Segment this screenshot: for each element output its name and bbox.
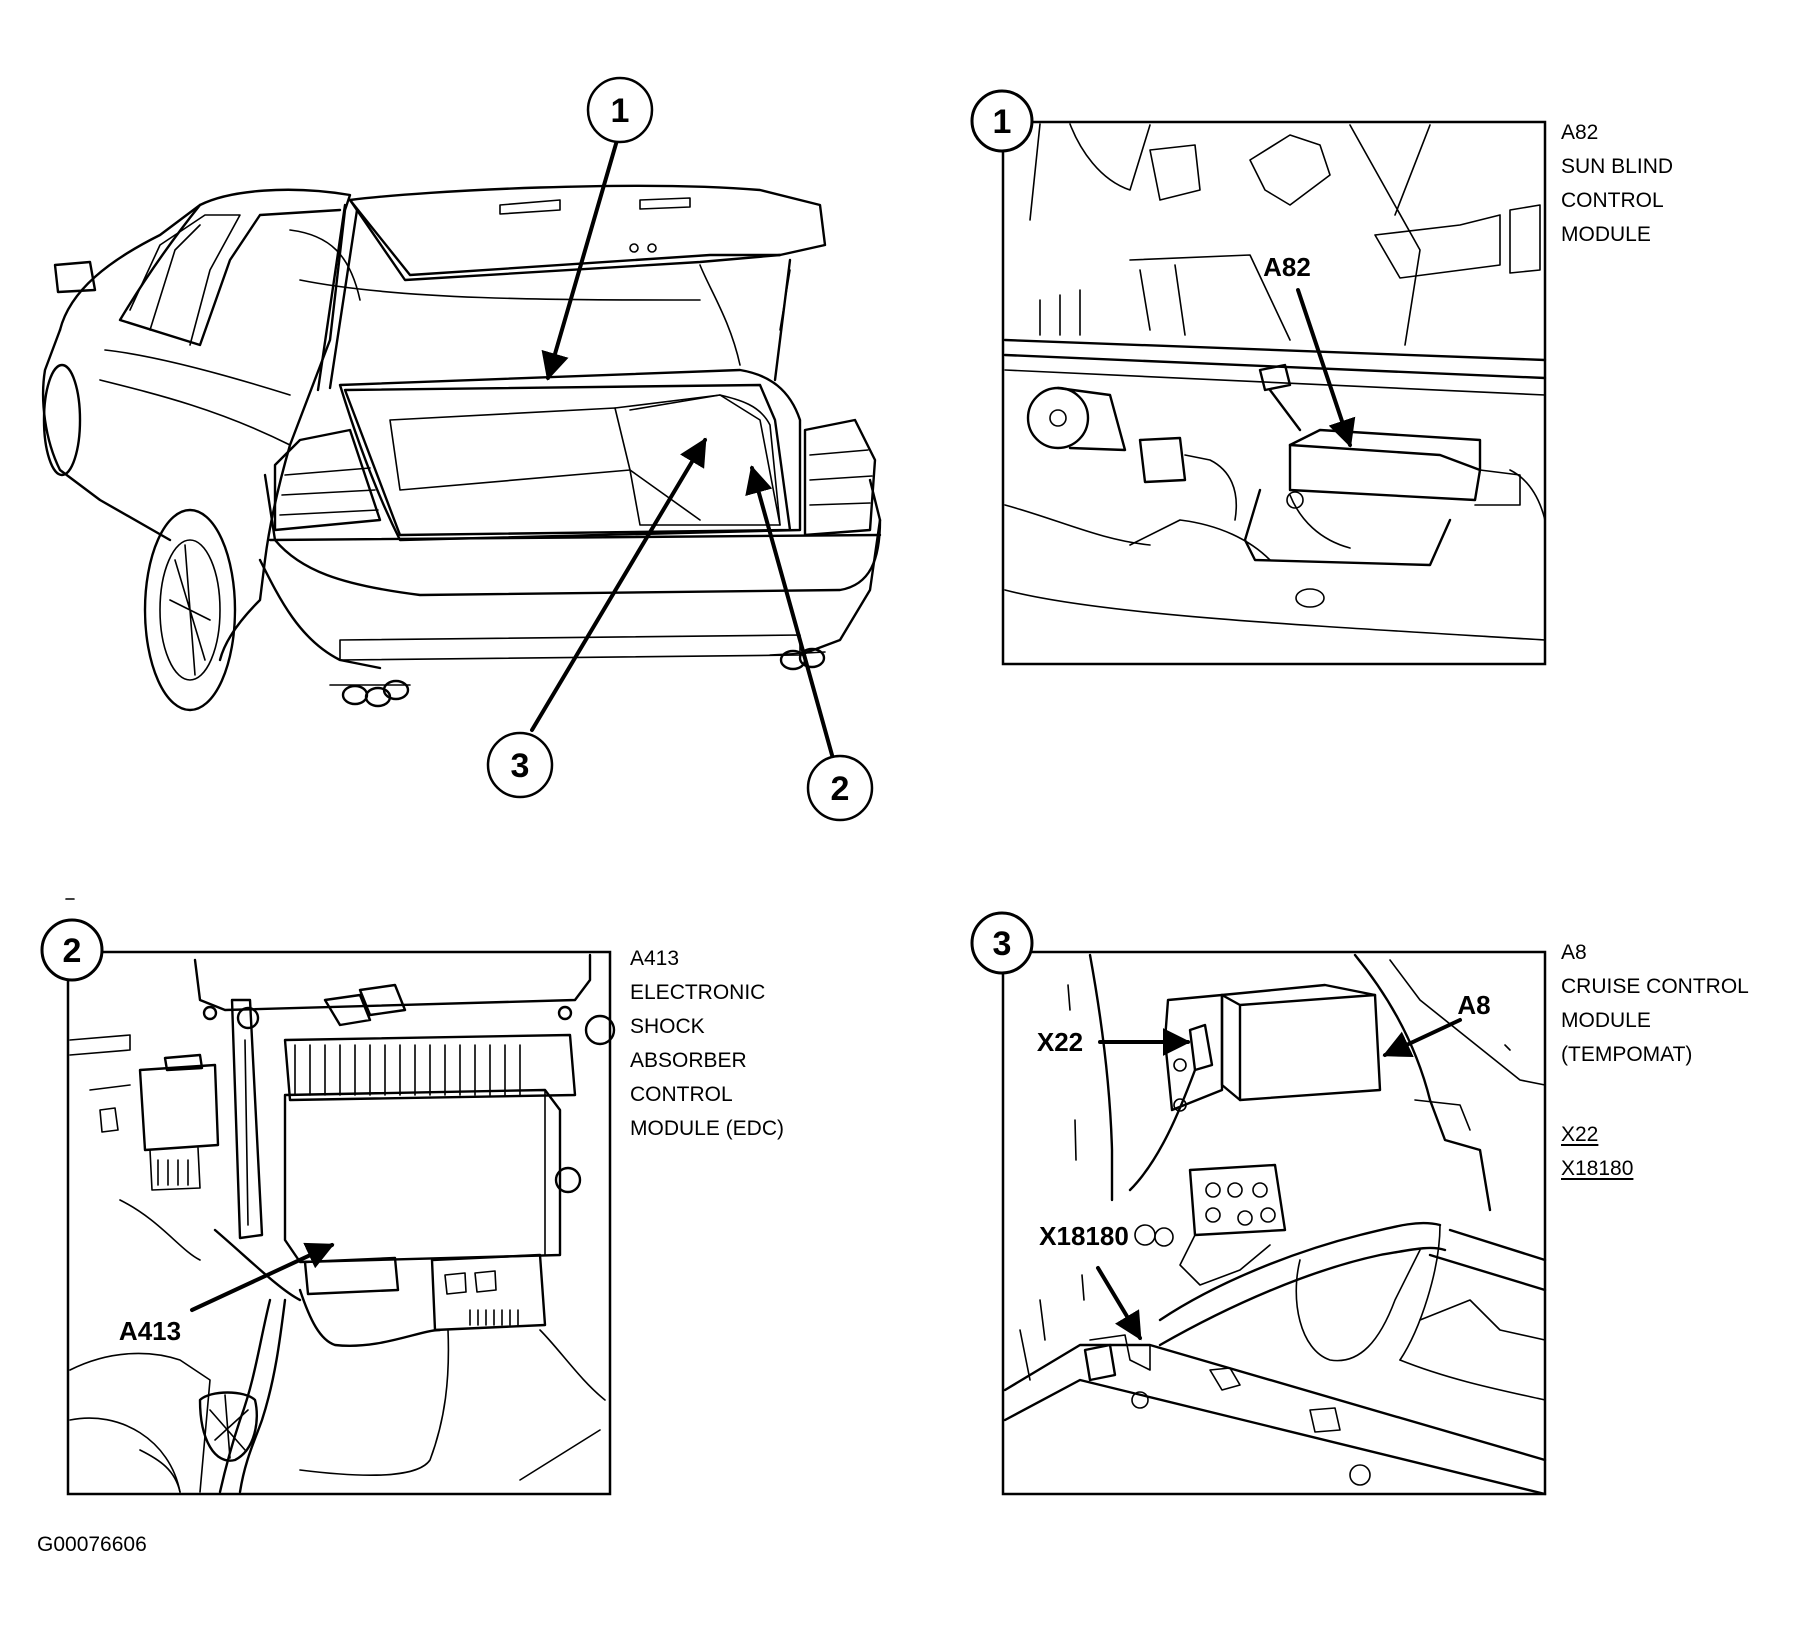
panel-1-badge: 1 xyxy=(970,89,1034,153)
car-illustration xyxy=(41,184,882,712)
legend-panel-3-line: CRUISE CONTROL xyxy=(1561,975,1749,998)
detail-panel-1-frame xyxy=(1001,120,1547,666)
legend-panel-1-line: MODULE xyxy=(1561,223,1651,246)
connector-ring xyxy=(1154,1227,1174,1247)
legend-panel-2: A413 ELECTRONIC SHOCK ABSORBER CONTROL M… xyxy=(630,942,784,1146)
overview-callout-2: 2 xyxy=(806,754,874,822)
detail-panel-2-frame xyxy=(66,950,612,1496)
callout-a413: A413 xyxy=(119,1316,181,1346)
overview-callout-1: 1 xyxy=(586,76,654,144)
legend-panel-1-line: SUN BLIND xyxy=(1561,155,1674,178)
legend-panel-2-line: CONTROL xyxy=(630,1083,733,1106)
overview-callout-3: 3 xyxy=(486,731,554,799)
svg-text:3: 3 xyxy=(993,925,1012,963)
legend-panel-2-line: A413 xyxy=(630,947,680,970)
callout-arrow-1 xyxy=(541,128,622,381)
legend-panel-3-connectors: X22 X18180 xyxy=(1561,1118,1633,1186)
arrow-a82 xyxy=(1296,288,1356,448)
panel-2-badge: 2 xyxy=(40,918,104,982)
legend-panel-3-line: MODULE xyxy=(1561,1009,1651,1032)
callout-a8: A8 xyxy=(1457,990,1490,1020)
legend-panel-2-line: ABSORBER xyxy=(630,1049,747,1072)
overview-callout-1-text: 1 xyxy=(611,92,630,130)
svg-text:1: 1 xyxy=(993,103,1012,141)
legend-panel-2-line: MODULE (EDC) xyxy=(630,1117,785,1140)
detail-panel-2 xyxy=(66,950,616,1496)
overview-callout-2-text: 2 xyxy=(831,770,850,808)
legend-panel-1: A82 SUN BLIND CONTROL MODULE xyxy=(1561,116,1673,252)
callout-arrow-3 xyxy=(530,437,707,732)
connector-x18180-label: X18180 xyxy=(1561,1157,1634,1180)
overview-callout-3-text: 3 xyxy=(511,747,530,785)
detail-panel-3-frame xyxy=(1001,950,1547,1496)
arrow-a413 xyxy=(190,1242,335,1312)
detail-panel-3 xyxy=(1001,950,1547,1496)
arrow-x18180 xyxy=(1096,1266,1142,1341)
legend-panel-2-line: SHOCK xyxy=(630,1015,705,1038)
figure-id: G00076606 xyxy=(37,1533,147,1556)
legend-panel-2-line: ELECTRONIC xyxy=(630,981,766,1004)
legend-panel-3-line: A8 xyxy=(1561,941,1587,964)
callout-arrow-2 xyxy=(745,465,834,757)
legend-panel-1-line: A82 xyxy=(1561,121,1599,144)
panel-3-badge: 3 xyxy=(970,911,1034,975)
callout-x18180: X18180 xyxy=(1039,1221,1129,1251)
arrow-a8 xyxy=(1382,1018,1462,1058)
svg-text:2: 2 xyxy=(63,932,82,970)
detail-panel-1 xyxy=(1001,120,1547,666)
legend-panel-1-line: CONTROL xyxy=(1561,189,1664,212)
legend-panel-3: A8 CRUISE CONTROL MODULE (TEMPOMAT) xyxy=(1561,936,1749,1072)
callout-x22: X22 xyxy=(1037,1027,1083,1057)
connector-x22-label: X22 xyxy=(1561,1123,1599,1146)
legend-panel-3-line: (TEMPOMAT) xyxy=(1561,1043,1693,1066)
callout-a82: A82 xyxy=(1263,252,1311,282)
